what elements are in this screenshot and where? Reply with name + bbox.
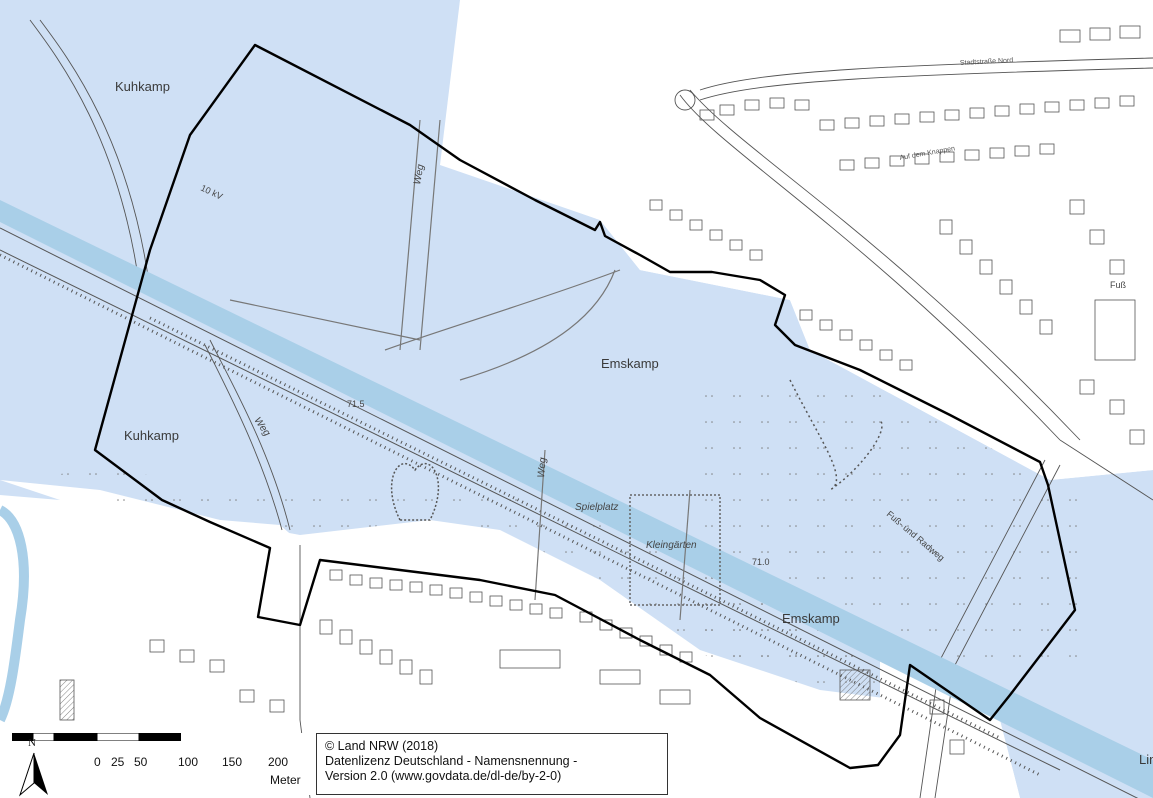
scale-unit: Meter xyxy=(270,773,301,787)
path-label-weg-north: Weg xyxy=(412,163,426,185)
area-label-kuhkamp-south: Kuhkamp xyxy=(124,428,179,443)
field-north xyxy=(460,40,680,200)
edge-label-lin: Lin xyxy=(1139,752,1153,767)
canal xyxy=(0,200,1153,798)
scale-bar-graphic xyxy=(12,733,181,741)
path-label-weg-south: Weg xyxy=(536,457,549,479)
spot-height-2: 71.0 xyxy=(752,557,770,567)
spot-height-1: 71.5 xyxy=(347,399,365,409)
scale-tick-100: 100 xyxy=(178,755,199,769)
dashed-area-east xyxy=(789,379,883,491)
scale-tick-200: 200 xyxy=(268,755,289,769)
paths xyxy=(229,119,691,621)
canal-bank-south xyxy=(0,249,1061,771)
label-kleingaerten: Kleingärten xyxy=(646,540,697,551)
canal-west xyxy=(0,505,29,723)
scale-bar: 0 25 50 100 150 200 Meter xyxy=(12,733,312,795)
area-label-emskamp-central: Emskamp xyxy=(601,356,659,371)
edge-label-fuss: Fuß xyxy=(1110,280,1127,290)
north-label: N xyxy=(28,737,36,749)
attribution-line-1: © Land NRW (2018) xyxy=(325,739,439,753)
village-area-se xyxy=(880,660,1020,798)
attribution-box: © Land NRW (2018) Datenlizenz Deutschlan… xyxy=(316,733,668,795)
scale-tick-25: 25 xyxy=(111,755,125,769)
attribution-line-3: Version 2.0 (www.govdata.de/dl-de/by-2-0… xyxy=(325,769,562,783)
village-area xyxy=(0,495,900,798)
scale-tick-0: 0 xyxy=(94,755,101,769)
area-label-kuhkamp-north: Kuhkamp xyxy=(115,79,170,94)
attribution-line-2: Datenlizenz Deutschland - Namensnennung … xyxy=(325,754,578,768)
north-arrow-icon xyxy=(18,752,48,797)
heart-path xyxy=(390,463,440,521)
buildings xyxy=(59,25,1145,755)
kleingaerten-plot xyxy=(629,494,721,606)
canal-bank-north xyxy=(0,227,1139,798)
project-boundary xyxy=(93,43,1077,770)
roads xyxy=(29,19,1153,798)
area-label-emskamp-south: Emskamp xyxy=(782,611,840,626)
north-arrow: N xyxy=(14,737,54,797)
scale-tick-50: 50 xyxy=(134,755,148,769)
scale-tick-150: 150 xyxy=(222,755,243,769)
street-label-stadtstrasse-nord: Stadtstraße Nord xyxy=(960,57,1014,67)
flood-area-top-left xyxy=(0,0,210,230)
label-spielplatz: Spielplatz xyxy=(575,502,618,513)
canal-rail-south xyxy=(149,316,1001,740)
